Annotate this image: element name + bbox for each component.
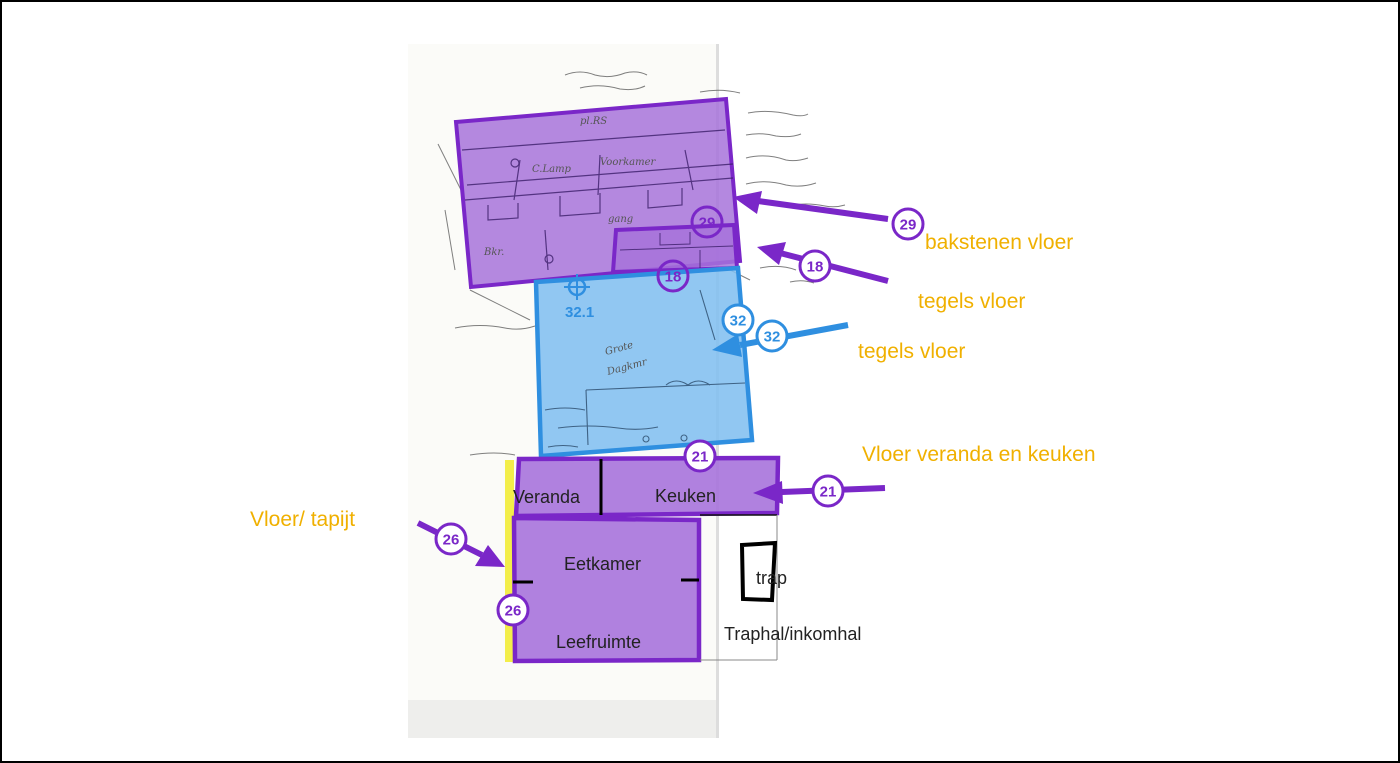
annotations: bakstenen vloer tegels vloer tegels vloe… xyxy=(250,231,1096,531)
svg-text:26: 26 xyxy=(505,603,522,620)
annotation-vloer-tapijt: Vloer/ tapijt xyxy=(250,508,355,531)
svg-text:32: 32 xyxy=(764,329,781,346)
badge-29-inner: 29 xyxy=(690,205,724,239)
highlight-strip xyxy=(505,460,514,662)
svg-text:29: 29 xyxy=(900,217,917,234)
room-traphal: Traphal/inkomhal xyxy=(724,624,861,644)
badge-21-outer: 21 xyxy=(811,474,845,508)
arrow-29-line xyxy=(757,198,889,222)
region-29-sketch xyxy=(461,129,734,271)
stairs-outline xyxy=(739,540,778,603)
badge-32-inner: 32 xyxy=(721,303,755,337)
paper-shadow xyxy=(408,700,718,738)
region-32-tegels: Grote Dagkmr xyxy=(533,265,755,459)
annotation-tegels-vloer-1: tegels vloer xyxy=(918,290,1025,313)
room-leefruimte: Leefruimte xyxy=(556,632,641,652)
badge-18-outer: 18 xyxy=(798,249,832,283)
region-32-shape xyxy=(533,265,755,459)
svg-text:21: 21 xyxy=(692,449,709,466)
badge-26-inner: 26 xyxy=(496,593,530,627)
room-veranda: Veranda xyxy=(513,487,581,507)
sketch-text: Voorkamer xyxy=(600,157,657,168)
annotation-vloer-veranda-keuken: Vloer veranda en keuken xyxy=(862,443,1096,466)
badge-26-outer: 26 xyxy=(434,522,468,556)
sketch-text: Bkr. xyxy=(483,247,504,258)
svg-text:26: 26 xyxy=(443,532,460,549)
badges: 29 29 18 18 32 32 21 21 xyxy=(434,205,925,627)
region-21-veranda-keuken: Veranda Keuken xyxy=(513,455,781,519)
arrow-18-line xyxy=(779,250,889,284)
svg-text:32: 32 xyxy=(730,313,747,330)
sketch-text: pl.RS xyxy=(580,116,607,127)
target-label: 32.1 xyxy=(565,304,594,321)
svg-text:18: 18 xyxy=(665,269,682,286)
sketch-text: gang xyxy=(608,214,633,225)
target-marker-32-1: 32.1 xyxy=(564,274,594,321)
region-32-sketch xyxy=(544,289,746,448)
badge-29-outer: 29 xyxy=(891,207,925,241)
room-trap: trap xyxy=(756,568,787,588)
arrow-32-head xyxy=(712,334,742,357)
badge-18-inner: 18 xyxy=(656,259,690,293)
traphal-area: trap Traphal/inkomhal xyxy=(700,514,861,661)
svg-text:18: 18 xyxy=(807,259,824,276)
svg-text:29: 29 xyxy=(699,215,716,232)
arrow-26-head xyxy=(475,545,505,567)
handwriting-strokes xyxy=(437,71,846,456)
svg-text:21: 21 xyxy=(820,484,837,501)
room-keuken: Keuken xyxy=(655,486,716,506)
sketch-text: C.Lamp xyxy=(532,164,572,175)
region-18-sketch xyxy=(619,232,734,268)
region-26-eetkamer: Eetkamer Leefruimte xyxy=(511,515,702,664)
annotation-tegels-vloer-2: tegels vloer xyxy=(858,340,965,363)
badge-21-inner: 21 xyxy=(683,439,717,473)
badge-32-outer: 32 xyxy=(755,319,789,353)
arrow-29-head xyxy=(733,191,762,214)
room-eetkamer: Eetkamer xyxy=(564,554,641,574)
arrow-18-head xyxy=(757,242,786,265)
annotation-bakstenen-vloer: bakstenen vloer xyxy=(925,231,1073,254)
arrow-21-head xyxy=(753,481,783,504)
